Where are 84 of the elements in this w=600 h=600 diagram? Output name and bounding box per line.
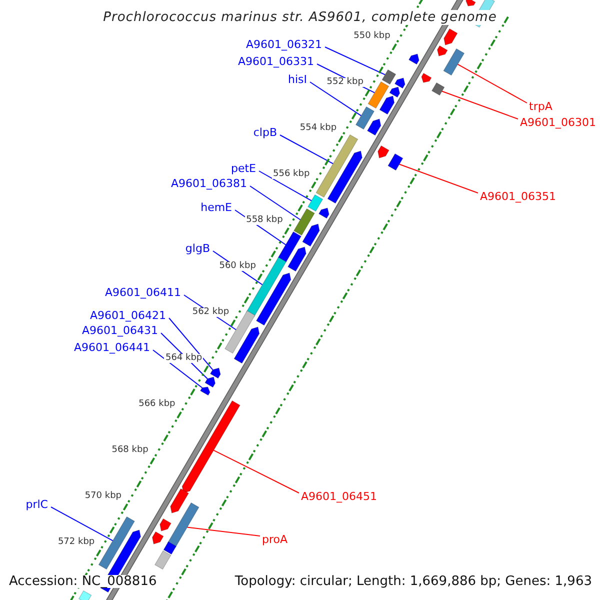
gene-feature <box>368 81 390 109</box>
gene-feature <box>308 194 324 212</box>
gene-feature <box>154 550 172 570</box>
leader-line <box>398 164 478 194</box>
scale-label: 566 kbp <box>138 400 176 409</box>
gene-feature <box>394 78 406 89</box>
scale-label: 568 kbp <box>110 446 150 455</box>
gene-feature <box>210 368 221 379</box>
scale-label: 560 kbp <box>218 262 257 271</box>
gene-feature <box>288 246 306 272</box>
genome-summary: Topology: circular; Length: 1,669,886 bp; Genes: 1,963 <box>234 575 592 588</box>
gene-label: A9601_06331 <box>238 56 314 67</box>
gene-label: A9601_06381 <box>170 178 247 189</box>
gene-feature <box>78 590 92 600</box>
scale-label: 554 kbp <box>298 124 338 133</box>
gene-label: A9601_06301 <box>520 117 596 128</box>
gene-feature <box>389 86 400 98</box>
gene-feature <box>167 502 200 548</box>
gene-feature <box>327 150 362 204</box>
scale-label: 558 kbp <box>245 216 284 225</box>
scale-label: 562 kbp <box>191 308 230 317</box>
leader-line <box>280 134 334 164</box>
leader-line <box>258 170 312 202</box>
gene-feature <box>293 208 315 236</box>
gene-label: clpB <box>253 127 277 138</box>
leader-line <box>457 64 528 104</box>
gene-feature <box>444 28 458 46</box>
gene-label: prlC <box>26 499 48 510</box>
gene-feature <box>152 531 164 544</box>
gene-feature <box>366 118 382 136</box>
leader-line <box>442 90 518 120</box>
gene-label: A9601_06421 <box>90 310 166 321</box>
gene-feature <box>160 518 172 532</box>
gene-feature <box>388 153 404 171</box>
gene-label: glgB <box>185 243 210 254</box>
gene-feature <box>443 48 465 76</box>
scale-label: 550 kbp <box>352 32 392 41</box>
gene-feature <box>302 224 320 247</box>
gene-label: hisI <box>288 74 307 85</box>
leader-line <box>213 450 300 494</box>
gene-label: A9601_06411 <box>104 287 181 298</box>
scale-label: 570 kbp <box>84 492 123 501</box>
gene-feature <box>318 208 330 219</box>
leader-line <box>250 186 301 220</box>
gene-feature <box>355 106 375 130</box>
leader-line <box>152 350 203 388</box>
scale-label: 556 kbp <box>272 170 311 179</box>
leader-line <box>186 526 260 536</box>
gene-label: A9601_06321 <box>246 39 322 50</box>
gene-feature <box>378 145 390 158</box>
gene-feature <box>200 386 210 396</box>
gene-feature <box>278 231 302 263</box>
gene-feature <box>182 400 240 494</box>
leader-line <box>310 82 362 116</box>
leader-line <box>168 318 214 370</box>
gene-label: trpA <box>529 101 552 112</box>
gene-feature <box>234 326 260 364</box>
accession-text: Accession: NC_008816 <box>9 575 157 588</box>
gene-feature <box>382 69 396 85</box>
gene-feature <box>431 82 445 96</box>
gene-label: A9601_06351 <box>480 191 556 202</box>
scale-label: 564 kbp <box>164 354 204 363</box>
gene-feature <box>316 134 358 198</box>
gene-label: hemE <box>200 202 232 213</box>
scale-label: 552 kbp <box>326 78 364 87</box>
gene-feature <box>466 0 476 6</box>
gene-feature <box>379 96 395 115</box>
gene-feature <box>163 541 177 555</box>
scale-label: 572 kbp <box>56 538 96 547</box>
leader-line <box>50 506 114 542</box>
gene-feature <box>170 488 189 514</box>
gene-feature <box>204 376 216 388</box>
gene-label: petE <box>230 163 256 174</box>
gene-feature <box>98 516 135 570</box>
gene-label: proA <box>262 534 288 545</box>
gene-feature <box>421 72 432 83</box>
gene-feature <box>256 272 292 326</box>
gene-feature <box>408 54 420 65</box>
gene-label: A9601_06441 <box>74 342 150 353</box>
gene-label: A9601_06431 <box>82 325 158 336</box>
leader-line <box>324 46 386 76</box>
diagram-title: Prochlorococcus marinus str. AS9601, complete genome <box>101 10 499 25</box>
gene-label: A9601_06451 <box>301 491 378 502</box>
gene-feature <box>436 45 448 56</box>
